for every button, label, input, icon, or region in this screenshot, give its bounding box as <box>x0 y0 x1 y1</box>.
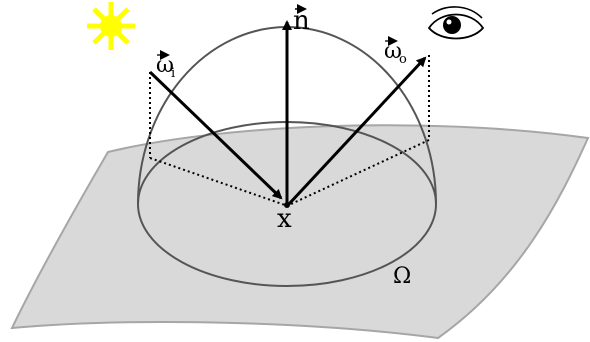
incoming-label: ω i <box>156 50 175 81</box>
incoming-label-subscript: i <box>171 66 175 81</box>
point-x-label: x <box>277 204 292 234</box>
sun-icon <box>87 2 135 50</box>
projection-lines <box>149 55 430 206</box>
outgoing-label: ω o <box>384 36 407 67</box>
normal-label-text: n <box>293 6 310 36</box>
incoming-direction-arrow <box>148 70 283 200</box>
outgoing-direction-arrow <box>287 56 427 206</box>
eye-icon <box>427 6 485 40</box>
normal-label: n <box>293 4 310 36</box>
outgoing-label-subscript: o <box>399 52 407 67</box>
surface-patch <box>10 124 590 340</box>
surface-point-dot <box>284 202 290 208</box>
omega-label: Ω <box>393 264 411 289</box>
